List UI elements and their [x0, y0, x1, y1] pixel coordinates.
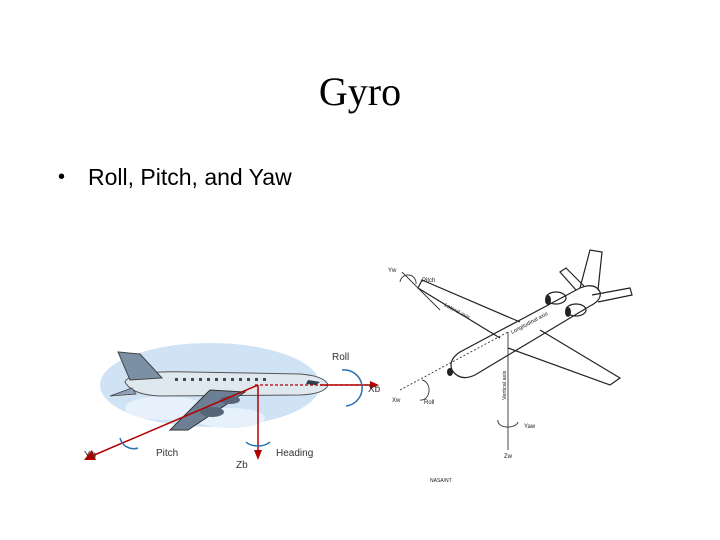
bullet-dot: • — [58, 166, 66, 188]
pitch-label: Pitch — [422, 278, 435, 284]
xb-arrowhead — [370, 381, 379, 389]
yb-axis — [91, 384, 259, 457]
zw-label: Zw — [504, 454, 513, 460]
body-axes-diagram: Roll Xb Yb Pitch Heading Zb — [84, 343, 381, 471]
lateral-axis-label: Lateral axis — [443, 302, 471, 321]
slide-title: Gyro — [318, 69, 402, 114]
engine-fills — [447, 295, 571, 376]
vertical-axis-label: Vertical axis — [502, 370, 508, 400]
lateral-axis-line — [401, 271, 441, 311]
image-credit: NASA/NT — [430, 478, 452, 484]
pitch-label: Pitch — [156, 448, 178, 459]
zb-arrowhead — [254, 450, 262, 460]
longitudinal-axis-line — [399, 331, 509, 391]
roll-rotation-arrow — [341, 369, 363, 407]
xb-label: Xb — [368, 384, 381, 395]
yaw-rotation-arrow — [497, 419, 519, 428]
world-axes — [399, 271, 519, 450]
airplane-illustration — [109, 351, 329, 431]
pitch-rotation-arrow — [399, 274, 417, 285]
yb-arrowhead — [84, 450, 96, 460]
yw-label: Yw — [388, 268, 397, 274]
pitch-rotation-arrow — [119, 437, 139, 450]
roll-rotation-arrow — [419, 379, 430, 401]
airplane-line-drawing — [417, 249, 633, 386]
heading-label: Heading — [276, 448, 313, 459]
yaw-rotation-arrow — [245, 441, 271, 447]
yaw-label: Yaw — [524, 424, 536, 430]
bullet-text: Roll, Pitch, and Yaw — [88, 164, 292, 190]
bullet-list: • Roll, Pitch, and Yaw — [58, 164, 292, 191]
bullet-item: • Roll, Pitch, and Yaw — [58, 164, 292, 191]
roll-label: Roll — [424, 400, 434, 406]
roll-label: Roll — [332, 352, 349, 363]
world-axes-diagram: Yw Pitch Lateral axis Longitudinal axis … — [388, 249, 633, 484]
yb-label: Yb — [84, 450, 97, 461]
zb-label: Zb — [236, 460, 248, 471]
rotation-arrows — [119, 369, 363, 450]
xw-label: Xw — [392, 398, 401, 404]
